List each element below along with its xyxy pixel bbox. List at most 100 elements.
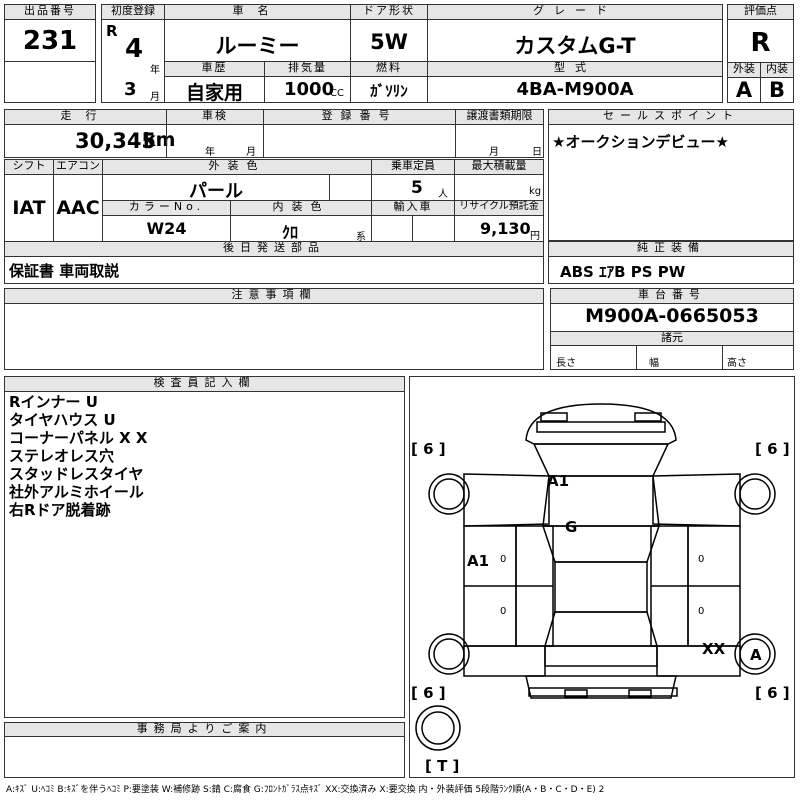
mark-roof: A1	[547, 472, 569, 490]
grade-label: グレード	[427, 4, 723, 20]
sales-label: セールスポイント	[548, 109, 794, 125]
fender-right	[652, 473, 741, 527]
lot-label: 出品番号	[4, 4, 96, 20]
car-diagram-frame	[409, 376, 795, 778]
fuel-value: ｶﾞｿﾘﾝ	[370, 82, 408, 100]
regno-cell	[263, 124, 456, 158]
mark-xx: XX	[702, 640, 726, 658]
disp-label: 排気量	[264, 61, 351, 77]
load-unit: kg	[529, 186, 542, 197]
score-label: 評価点	[727, 4, 794, 20]
disp-unit: CC	[330, 88, 344, 99]
inspector-label: 検査員記入欄	[4, 376, 405, 392]
later-parts-label: 後日発送部品	[4, 241, 544, 257]
int-value: B	[768, 78, 785, 102]
equipment-label: 純正装備	[548, 241, 794, 257]
import-label: 輸入車	[371, 200, 455, 216]
insp-month-unit: 月	[246, 147, 256, 158]
inspector-remarks: Rインナー U タイヤハウス U コーナーパネル X X ステレオレス穴 スタッ…	[9, 393, 147, 519]
wheel-rear-left-inner	[433, 638, 465, 670]
fender-left	[463, 473, 550, 527]
mileage-unit: km	[143, 129, 176, 151]
import-cell-b	[412, 215, 455, 242]
equipment-cell	[548, 256, 794, 284]
inspection-label: 車検	[166, 109, 264, 125]
wheel-front-right-inner	[739, 478, 771, 510]
notes-label: 注意事項欄	[4, 288, 544, 304]
transfer-cell	[455, 124, 544, 158]
roof	[554, 561, 648, 613]
inspector-cell	[4, 391, 405, 718]
shift-value: IAT	[12, 197, 46, 219]
recycle-label: リサイクル預託金	[454, 200, 544, 216]
equipment-value: ABS ｴｱB PS PW	[560, 263, 686, 281]
era: R	[106, 22, 118, 40]
height-cell	[722, 345, 794, 370]
later-parts-value: 保証書 車両取説	[9, 262, 120, 280]
mark-left-door: A1	[467, 552, 489, 570]
history-label: 車歴	[164, 61, 265, 77]
zero-mark: 0	[500, 606, 506, 617]
ac-value: AAC	[56, 197, 100, 219]
color-label: 外装色	[102, 159, 372, 175]
front-bumper	[525, 403, 677, 445]
zero-mark: 0	[698, 606, 704, 617]
wheel-rear-right	[734, 633, 776, 675]
model-cell	[427, 76, 723, 103]
wheel-front-left-inner	[433, 478, 465, 510]
color-extra-cell	[329, 174, 372, 201]
trunk-grade: [ T ]	[425, 757, 459, 775]
rear-glass	[543, 611, 659, 647]
rear-hatch	[544, 645, 658, 667]
capacity-label: 乗車定員	[371, 159, 455, 175]
grade-value: カスタムG-T	[514, 34, 636, 58]
length-label: 長さ	[556, 358, 576, 369]
car-diagram: [ 6 ] [ 6 ] [ 6 ] [ 6 ] [ T ] A1 G A1 XX…	[411, 403, 790, 775]
insp-year-unit: 年	[205, 147, 215, 158]
tire-fr-grade: [ 6 ]	[755, 440, 790, 458]
int-cell	[760, 77, 794, 103]
fuel-label: 燃料	[350, 61, 428, 77]
remark-line: 社外アルミホイール	[9, 483, 144, 501]
tire-fl-grade: [ 6 ]	[411, 440, 446, 458]
rear-panel	[525, 675, 677, 699]
regno-label: 登録番号	[263, 109, 456, 125]
roof-front	[541, 525, 661, 563]
colorno-value: W24	[146, 219, 187, 238]
office-label: 事務局よりご案内	[4, 722, 405, 737]
remark-line: ステレオレス穴	[9, 447, 115, 465]
interior-value: ｸﾛ	[281, 223, 298, 242]
sales-cell	[548, 124, 794, 241]
wheel-rear-left	[428, 633, 470, 675]
year-unit: 年	[150, 65, 160, 76]
load-label: 最大積載量	[454, 159, 544, 175]
transfer-label: 譲渡書類期限	[455, 109, 544, 125]
spare-tire-inner	[421, 711, 455, 745]
lot-blank	[4, 61, 96, 103]
first-reg-label: 初度登録	[101, 4, 165, 20]
ac-label: エアコン	[53, 159, 103, 175]
mileage-label: 走行	[4, 109, 167, 125]
tire-rl-grade: [ 6 ]	[411, 684, 446, 702]
interior-unit: 系	[356, 232, 366, 243]
mark-a: A	[750, 646, 762, 664]
transfer-day-unit: 日	[532, 147, 542, 158]
remark-line: 右Rドア脱着跡	[9, 501, 111, 519]
interior-label: 内装色	[230, 200, 372, 216]
door-label: ドア形状	[350, 4, 428, 20]
int-label: 内装	[760, 62, 794, 78]
wheel-front-right	[734, 473, 776, 515]
remark-line: スタッドレスタイヤ	[9, 465, 144, 483]
wheel-rear-right-inner	[739, 638, 771, 670]
headlight-left	[540, 412, 568, 422]
carname-label: 車名	[164, 4, 351, 20]
shift-label: シフト	[4, 159, 54, 175]
height-label: 高さ	[727, 358, 747, 369]
spec-label: 諸元	[550, 331, 794, 346]
sales-value: ★オークションデビュー★	[552, 133, 729, 151]
zero-mark: 0	[500, 554, 506, 565]
legend-text: A:ｷｽﾞ U:ﾍｺﾐ B:ｷｽﾞを伴うﾍｺﾐ P:要塗装 W:補修跡 S:錆 …	[6, 785, 605, 795]
carname-value: ルーミー	[215, 34, 300, 58]
model-value: 4BA-M900A	[516, 79, 634, 100]
width-label: 幅	[649, 358, 659, 369]
